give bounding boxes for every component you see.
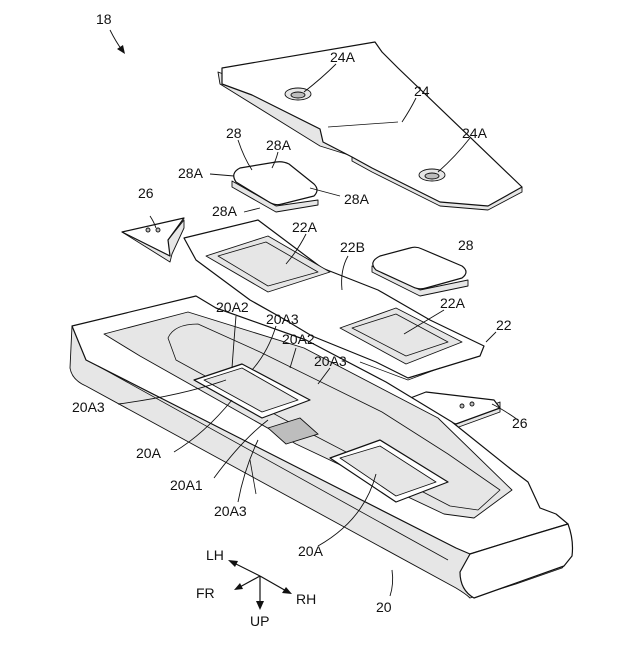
figure-number: 18 bbox=[96, 11, 112, 27]
callout-20A3-top: 20A3 bbox=[266, 311, 299, 327]
callout-22A-lower: 22A bbox=[440, 295, 466, 311]
callout-28-upper: 28 bbox=[226, 125, 242, 141]
callout-26-lower: 26 bbox=[512, 415, 528, 431]
direction-label-up: UP bbox=[250, 613, 269, 629]
callout-28-right: 28 bbox=[458, 237, 474, 253]
callout-20A2-right: 20A2 bbox=[282, 331, 315, 347]
arrow-rh bbox=[260, 576, 288, 592]
direction-label-lh: LH bbox=[206, 547, 224, 563]
callout-20A3-left: 20A3 bbox=[72, 399, 105, 415]
callout-22: 22 bbox=[496, 317, 512, 333]
direction-label-fr: FR bbox=[196, 585, 215, 601]
callout-20A1: 20A1 bbox=[170, 477, 203, 493]
callout-24: 24 bbox=[414, 83, 430, 99]
callout-22A-upper: 22A bbox=[292, 219, 318, 235]
arrow-rh-head bbox=[282, 587, 292, 594]
callout-28A-left: 28A bbox=[178, 165, 204, 181]
direction-label-rh: RH bbox=[296, 591, 316, 607]
part-28-pad-upper bbox=[232, 162, 318, 212]
direction-indicator: LH FR RH UP bbox=[196, 547, 316, 629]
callout-20: 20 bbox=[376, 599, 392, 615]
part-28-pad-right bbox=[372, 247, 468, 296]
part-26-wedge-left bbox=[122, 218, 184, 262]
callout-28A-bottom: 28A bbox=[212, 203, 238, 219]
callout-20A2-left: 20A2 bbox=[216, 299, 249, 315]
callout-24A-right: 24A bbox=[462, 125, 488, 141]
callout-28A-top: 28A bbox=[266, 137, 292, 153]
callout-28A-right: 28A bbox=[344, 191, 370, 207]
arrow-fr-head bbox=[234, 583, 243, 590]
figure-number-arrowhead bbox=[117, 45, 125, 54]
arrow-lh-head bbox=[228, 560, 238, 567]
callout-20A3-bottom: 20A3 bbox=[214, 503, 247, 519]
callout-20A-left: 20A bbox=[136, 445, 162, 461]
callout-20A-bottom: 20A bbox=[298, 543, 324, 559]
arrow-up-head bbox=[256, 601, 264, 610]
callout-20A3-right: 20A3 bbox=[314, 353, 347, 369]
callout-22B: 22B bbox=[340, 239, 365, 255]
callout-24A-left: 24A bbox=[330, 49, 356, 65]
callout-26-upper: 26 bbox=[138, 185, 154, 201]
